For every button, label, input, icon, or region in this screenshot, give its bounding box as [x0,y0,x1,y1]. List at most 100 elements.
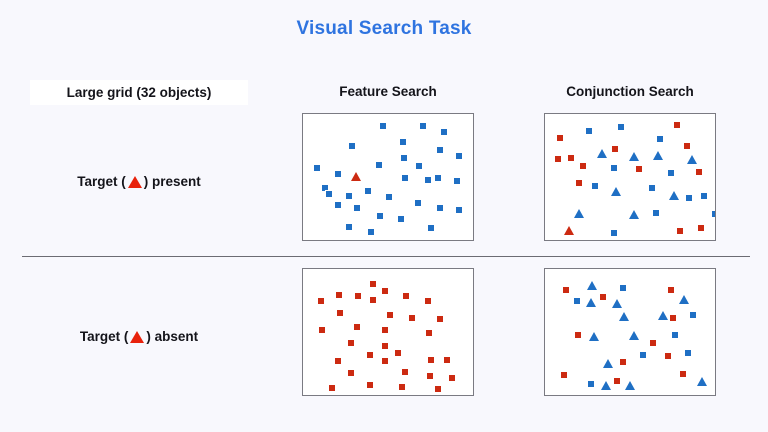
red-square-item [401,368,409,376]
red-square-item [381,357,389,365]
red-square-item [318,326,326,334]
blue-triangle-item [679,295,689,304]
blue-square-item [375,161,383,169]
red-square-item [426,372,434,380]
blue-square-item [656,135,664,143]
column-header-feature-search: Feature Search [339,84,437,99]
red-square-item [556,134,564,142]
red-square-item [347,369,355,377]
blue-square-item [399,138,407,146]
grid-size-label: Large grid (32 objects) [30,80,248,105]
blue-triangle-item [625,381,635,390]
page-title: Visual Search Task [296,18,472,39]
red-square-item [567,154,575,162]
red-square-item [635,165,643,173]
blue-square-item [455,206,463,214]
red-square-item [335,291,343,299]
red-square-item [425,329,433,337]
blue-square-item [427,224,435,232]
red-square-item [448,374,456,382]
blue-triangle-item [611,187,621,196]
red-square-item [424,297,432,305]
red-square-item [574,331,582,339]
red-triangle-target-item [564,226,574,235]
blue-triangle-item [587,281,597,290]
blue-square-item [385,193,393,201]
red-square-item [683,142,691,150]
red-square-item [434,385,442,393]
stimulus-panel-conjunction-present [544,113,716,241]
red-triangle-icon [127,176,142,188]
red-square-item [562,286,570,294]
blue-triangle-item [629,331,639,340]
blue-square-item [440,128,448,136]
row-label-target-absent: Target ( ) absent [20,325,258,347]
red-square-item [402,292,410,300]
red-square-item [328,384,336,392]
row-label-target-present: Target ( ) present [20,170,258,192]
blue-square-item [414,199,422,207]
red-square-item [336,309,344,317]
blue-square-item [591,182,599,190]
stimulus-panel-feature-present [302,113,474,241]
red-square-item [579,162,587,170]
blue-square-item [334,170,342,178]
blue-triangle-item [574,209,584,218]
blue-square-item [419,122,427,130]
red-square-item [673,121,681,129]
blue-square-item [367,228,375,236]
blue-square-item [648,184,656,192]
red-square-item [676,227,684,235]
blue-triangle-item [619,312,629,321]
red-square-item [560,371,568,379]
blue-square-item [436,146,444,154]
blue-triangle-item [612,299,622,308]
blue-triangle-item [589,332,599,341]
red-square-item [436,315,444,323]
blue-square-item [610,229,618,237]
blue-square-item [711,210,715,218]
blue-square-item [685,194,693,202]
blue-square-item [379,122,387,130]
red-square-item [369,280,377,288]
blue-square-item [376,212,384,220]
blue-square-item [587,380,595,388]
blue-square-item [573,297,581,305]
blue-square-item [400,154,408,162]
blue-triangle-item [697,377,707,386]
red-square-item [408,314,416,322]
stimulus-panel-conjunction-absent [544,268,716,396]
blue-square-item [345,192,353,200]
blue-triangle-item [629,152,639,161]
red-triangle-icon [130,331,145,343]
red-square-item [649,339,657,347]
red-square-item [398,383,406,391]
blue-square-item [667,169,675,177]
blue-square-item [401,174,409,182]
blue-square-item [353,204,361,212]
red-square-item [366,381,374,389]
red-square-item [381,326,389,334]
blue-square-item [313,164,321,172]
blue-square-item [671,331,679,339]
blue-square-item [397,215,405,223]
blue-square-item [610,164,618,172]
blue-square-item [348,142,356,150]
red-square-item [664,352,672,360]
blue-triangle-item [586,298,596,307]
column-header-conjunction-search: Conjunction Search [566,84,694,99]
red-square-item [369,296,377,304]
red-square-item [381,287,389,295]
blue-square-item [455,152,463,160]
row-label-present-prefix: Target ( [77,173,126,189]
row-label-absent-suffix: ) absent [146,328,199,344]
row-label-absent-prefix: Target ( [79,328,129,344]
red-square-item [613,377,621,385]
blue-triangle-item [669,191,679,200]
red-square-item [334,357,342,365]
blue-square-item [424,176,432,184]
blue-triangle-item [597,149,607,158]
stimulus-panel-feature-absent [302,268,474,396]
blue-square-item [325,190,333,198]
